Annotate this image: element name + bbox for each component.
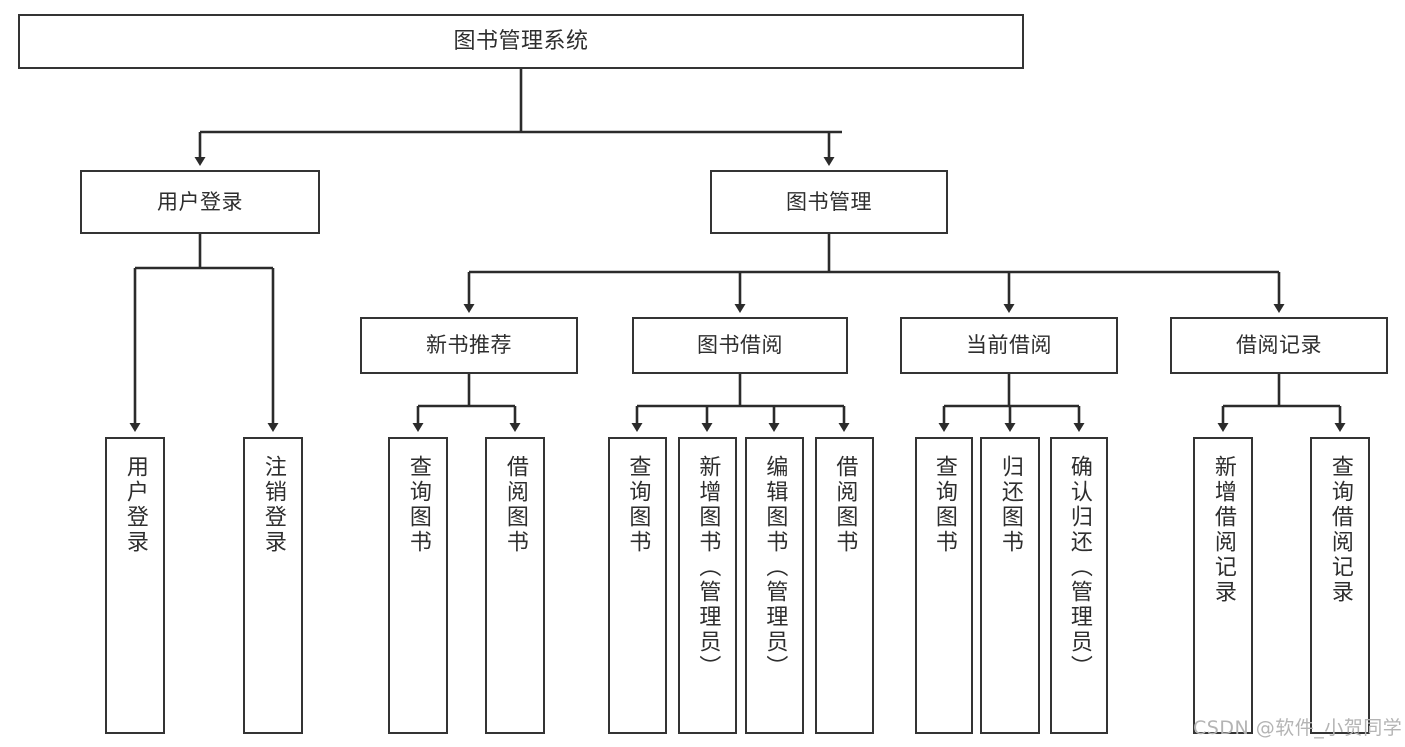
node-level3-1[interactable]: 图书借阅 <box>632 317 848 374</box>
node-leaf-4-label: 查询图书 <box>625 455 651 555</box>
node-level2-1[interactable]: 图书管理 <box>710 170 948 234</box>
node-leaf-11-label: 新增借阅记录 <box>1210 455 1236 605</box>
node-level2-1-label: 图书管理 <box>786 189 872 214</box>
node-leaf-5-label: 新增图书（管理员） <box>695 455 721 680</box>
csdn-watermark: CSDN @软件_小贺同学 <box>1193 717 1403 739</box>
node-level3-3[interactable]: 借阅记录 <box>1170 317 1388 374</box>
node-leaf-9[interactable]: 归还图书 <box>980 437 1040 734</box>
node-leaf-1-label: 注销登录 <box>260 455 286 555</box>
node-leaf-1[interactable]: 注销登录 <box>243 437 303 734</box>
node-leaf-10-label: 确认归还（管理员） <box>1066 455 1092 680</box>
node-leaf-11[interactable]: 新增借阅记录 <box>1193 437 1253 734</box>
node-leaf-10[interactable]: 确认归还（管理员） <box>1050 437 1108 734</box>
node-leaf-12[interactable]: 查询借阅记录 <box>1310 437 1370 734</box>
node-level3-0-label: 新书推荐 <box>426 333 512 358</box>
node-leaf-0-label: 用户登录 <box>122 455 148 555</box>
node-root[interactable]: 图书管理系统 <box>18 14 1024 69</box>
node-level2-0-label: 用户登录 <box>157 189 243 214</box>
node-leaf-2-label: 查询图书 <box>405 455 431 555</box>
node-leaf-3-label: 借阅图书 <box>502 455 528 555</box>
node-leaf-4[interactable]: 查询图书 <box>608 437 667 734</box>
node-leaf-9-label: 归还图书 <box>997 455 1023 555</box>
node-leaf-2[interactable]: 查询图书 <box>388 437 448 734</box>
node-level3-2[interactable]: 当前借阅 <box>900 317 1118 374</box>
node-level3-3-label: 借阅记录 <box>1236 333 1322 358</box>
node-leaf-7-label: 借阅图书 <box>832 455 858 555</box>
node-leaf-12-label: 查询借阅记录 <box>1327 455 1353 605</box>
node-level2-0[interactable]: 用户登录 <box>80 170 320 234</box>
node-leaf-5[interactable]: 新增图书（管理员） <box>678 437 737 734</box>
node-leaf-6[interactable]: 编辑图书（管理员） <box>745 437 804 734</box>
node-root-label: 图书管理系统 <box>453 28 589 54</box>
node-leaf-3[interactable]: 借阅图书 <box>485 437 545 734</box>
node-level3-0[interactable]: 新书推荐 <box>360 317 578 374</box>
node-leaf-8-label: 查询图书 <box>931 455 957 555</box>
node-level3-2-label: 当前借阅 <box>966 333 1052 358</box>
node-leaf-8[interactable]: 查询图书 <box>915 437 973 734</box>
node-leaf-0[interactable]: 用户登录 <box>105 437 165 734</box>
node-leaf-7[interactable]: 借阅图书 <box>815 437 874 734</box>
node-leaf-6-label: 编辑图书（管理员） <box>762 455 788 680</box>
node-level3-1-label: 图书借阅 <box>697 333 783 358</box>
